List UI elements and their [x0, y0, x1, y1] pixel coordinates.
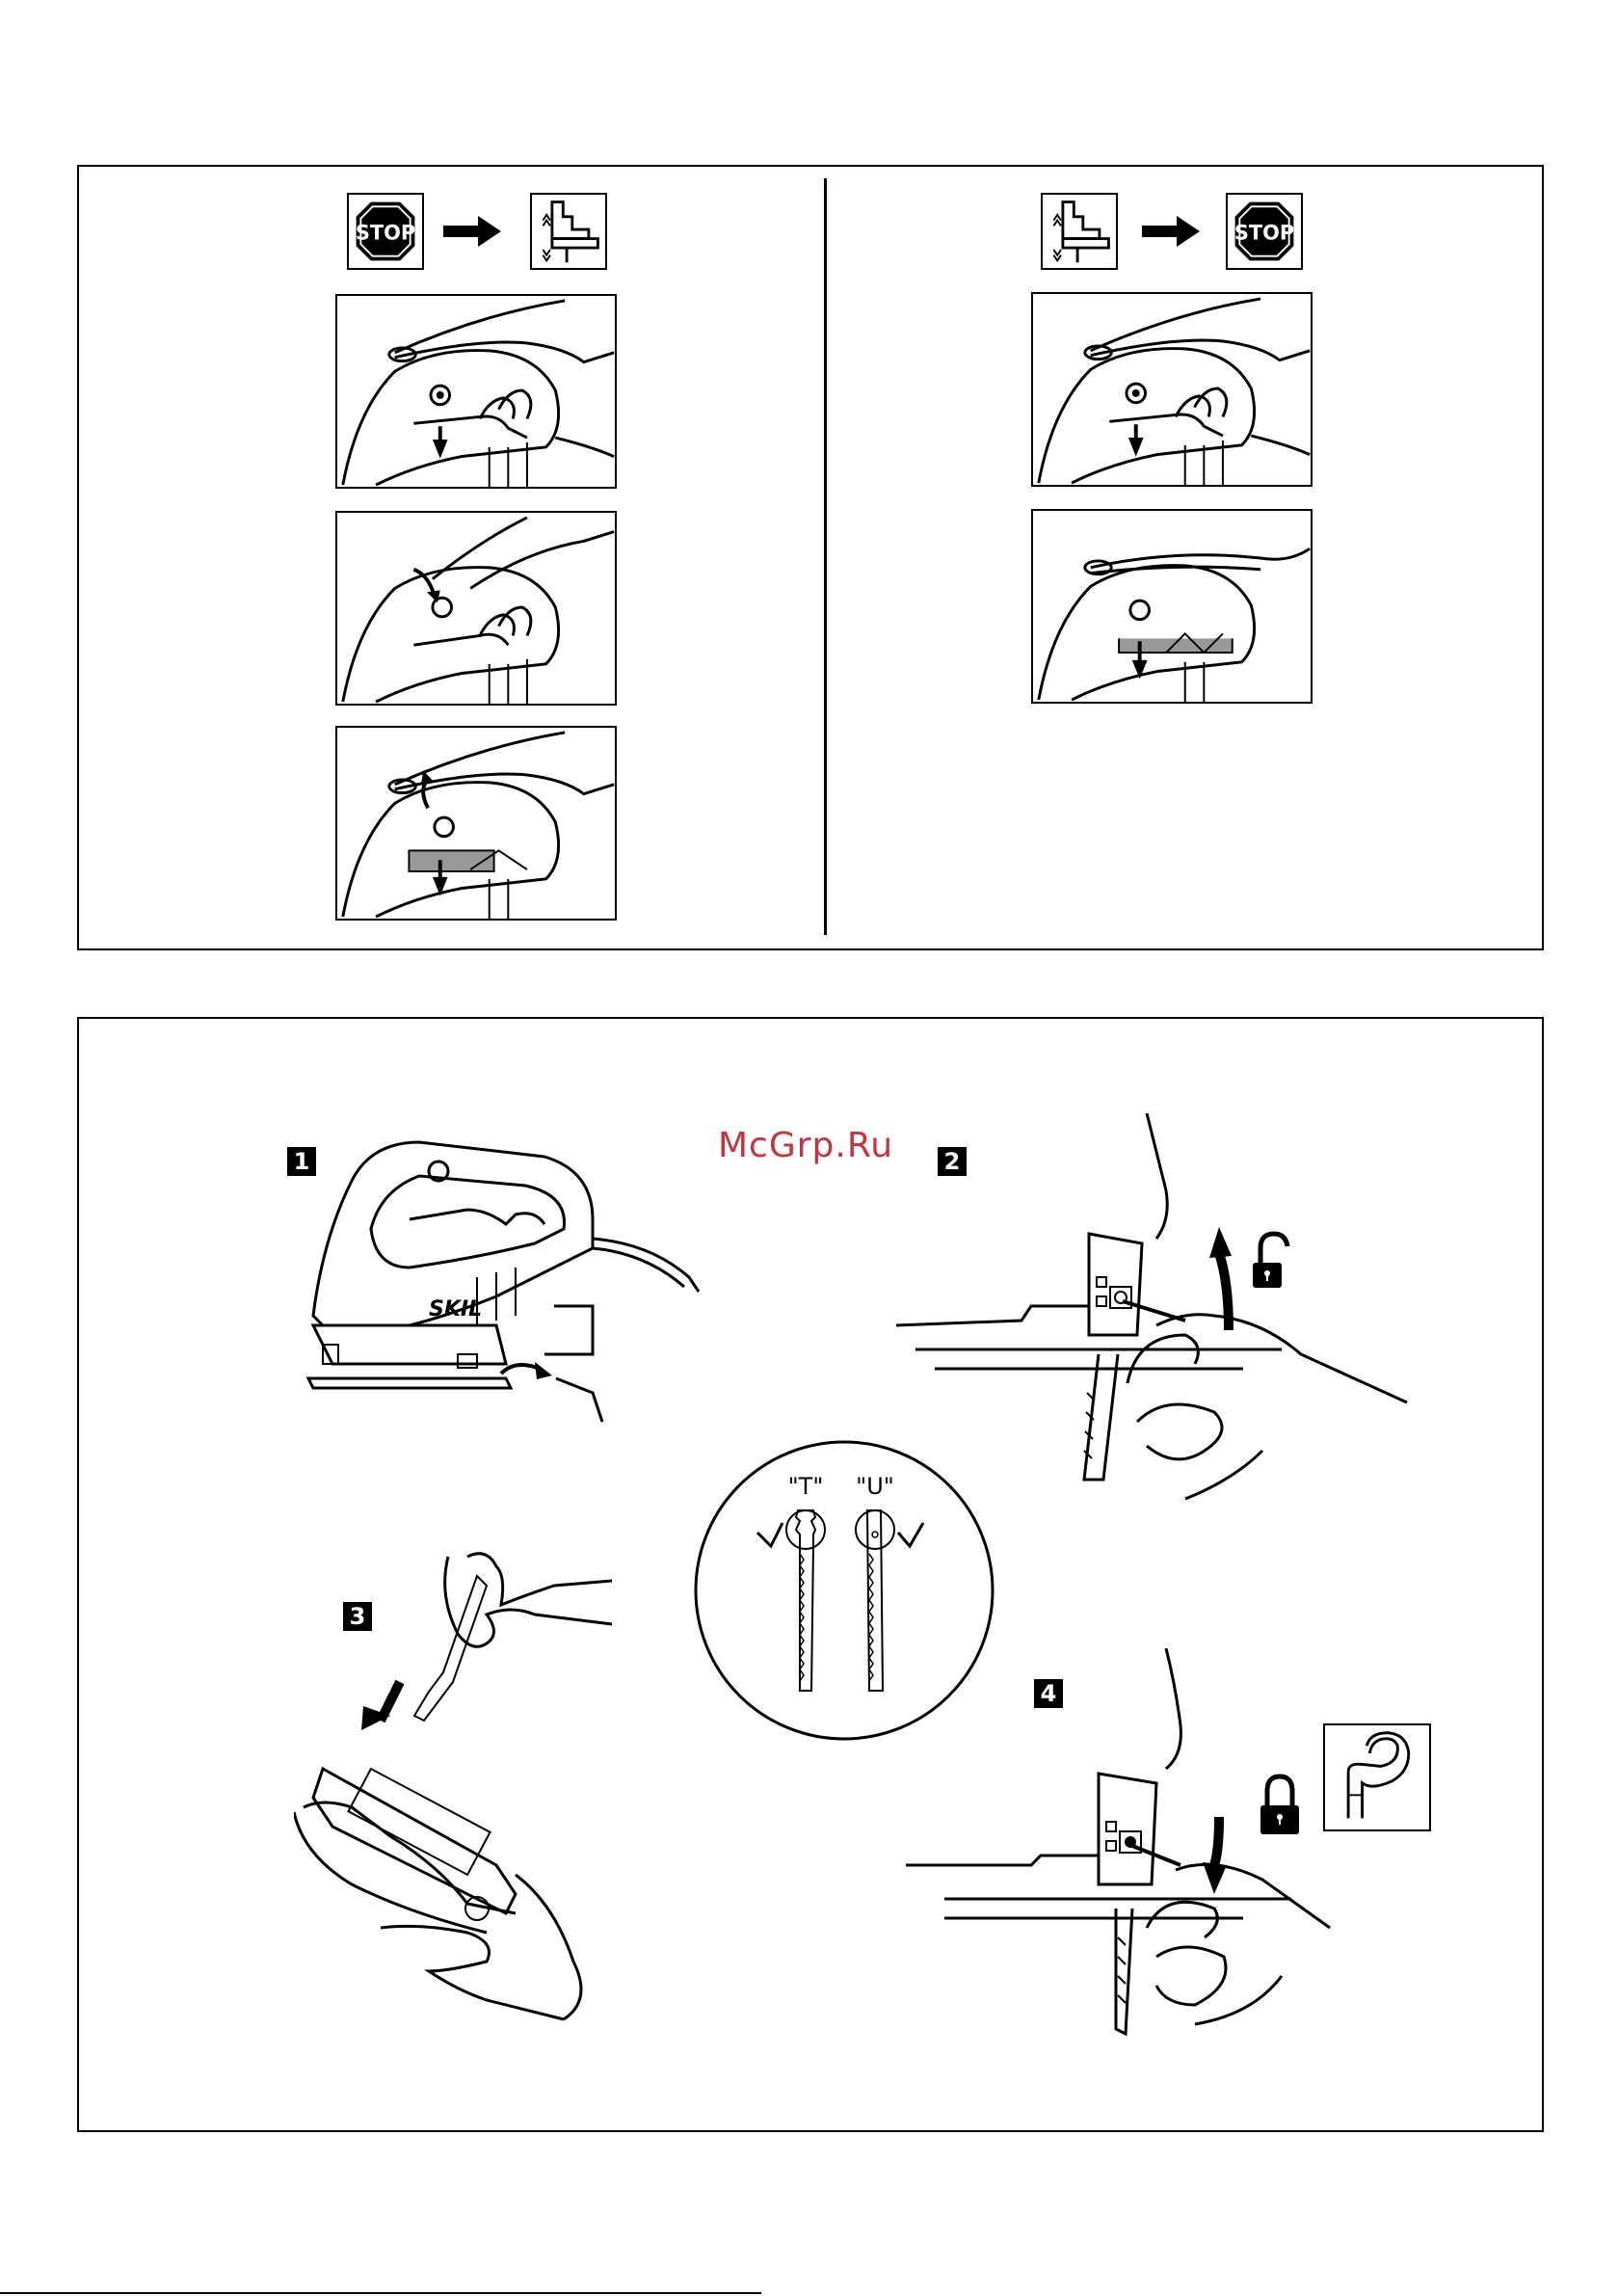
panel-divider: [824, 178, 827, 935]
switch-lock-on-icon-right: [1041, 193, 1118, 270]
switch-lock-on-icon: [1043, 195, 1116, 268]
lock-off-step-2-illustration: [1031, 509, 1313, 704]
svg-text:STOP: STOP: [356, 222, 415, 245]
watermark-text: McGrp.Ru: [718, 1126, 893, 1165]
stop-sign-icon: STOP: [349, 195, 422, 268]
svg-text:SKIL: SKIL: [429, 1297, 482, 1322]
page-bottom-rule: [0, 2292, 761, 2294]
blade-type-t-label: "T": [788, 1473, 824, 1500]
blade-type-u-label: "U": [856, 1473, 894, 1500]
lock-off-step-1-illustration: [1031, 292, 1313, 487]
stop-icon-right: STOP: [1226, 193, 1303, 270]
flexed-arm-icon-box: [1323, 1723, 1431, 1831]
right-arrow-icon: [1142, 214, 1200, 249]
lock-on-step-2-illustration: [335, 511, 617, 706]
locked-padlock-icon: [1260, 1776, 1299, 1834]
stop-sign-icon: STOP: [1228, 195, 1301, 268]
right-arrow-icon: [443, 214, 501, 249]
unlocked-padlock-icon: [1253, 1234, 1287, 1288]
flexed-arm-icon: [1325, 1725, 1429, 1829]
switch-lock-panel: [77, 165, 1544, 950]
switch-lock-on-icon-left: [530, 193, 607, 270]
insert-blade-illustration: [294, 1547, 622, 2029]
lock-on-step-3-illustration: [335, 726, 617, 921]
jigsaw-hex-key-illustration: SKIL: [304, 1133, 708, 1451]
lock-blade-illustration: [906, 1648, 1426, 2043]
stop-icon-left: STOP: [347, 193, 424, 270]
svg-text:STOP: STOP: [1234, 222, 1294, 245]
lock-on-step-1-illustration: [335, 294, 617, 489]
switch-lock-on-icon: [532, 195, 605, 268]
